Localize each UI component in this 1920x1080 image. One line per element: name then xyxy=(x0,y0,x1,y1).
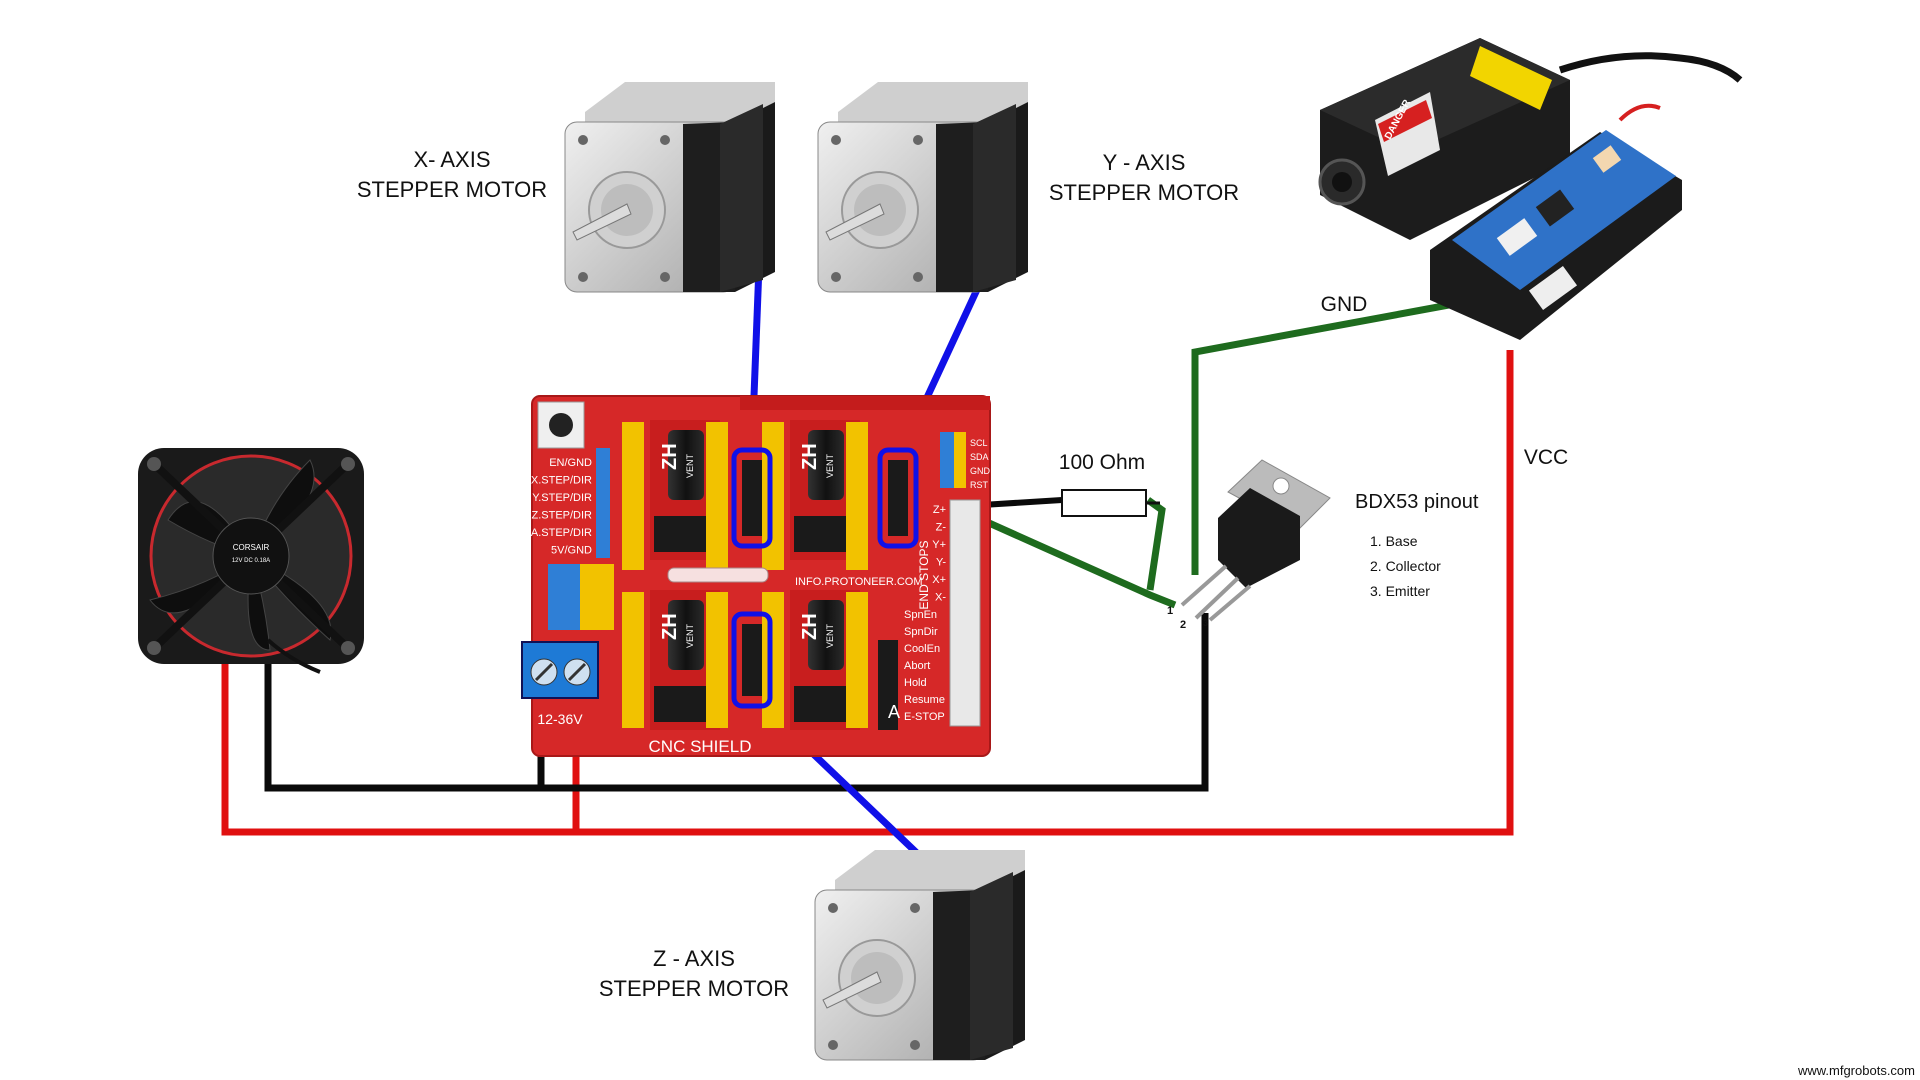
transistor-title: BDX53 pinout xyxy=(1355,491,1479,513)
corner-a-label: A xyxy=(888,702,900,722)
y-axis-stepper-motor-icon xyxy=(817,81,1029,293)
driver-brand-3: ZH xyxy=(659,613,681,640)
board-right-label: SpnEn xyxy=(904,609,937,621)
z-axis-stepper-motor-icon xyxy=(814,849,1026,1061)
driver-brand-2: ZH xyxy=(799,443,821,470)
signal-green-wire xyxy=(958,506,1177,609)
y-axis-label-line1: Y - AXIS xyxy=(1103,150,1186,175)
x-axis-stepper-motor-icon xyxy=(564,81,776,293)
pin-number-1: 1 xyxy=(1167,605,1173,617)
vcc-label: VCC xyxy=(1524,446,1568,469)
pin-number-2: 2 xyxy=(1180,619,1186,631)
i2c-pin-label: GND xyxy=(970,466,991,476)
driver-sub-1: VENT xyxy=(685,453,695,478)
vcc-wire xyxy=(221,350,1514,836)
driver-sub-4: VENT xyxy=(825,623,835,648)
endstop-pin-label: Z+ xyxy=(933,504,946,516)
board-right-label: Abort xyxy=(904,660,930,672)
cooling-fan-icon: CORSAIR 12V DC 0.18A xyxy=(138,448,364,674)
laser-module-icon: DANGER xyxy=(1318,38,1743,340)
endstops-label: END STOPS xyxy=(917,540,931,609)
resistor-black-wire xyxy=(981,497,1063,508)
fan-rating: 12V DC 0.18A xyxy=(232,558,270,564)
board-left-label: 5V/GND xyxy=(551,545,592,557)
i2c-pin-label: SCL xyxy=(970,438,988,448)
board-left-label: Z.STEP/DIR xyxy=(531,510,592,522)
laser-gnd-wire xyxy=(1191,298,1466,575)
watermark: www.mfgrobots.com xyxy=(1797,1063,1915,1078)
y-axis-label-line2: STEPPER MOTOR xyxy=(1049,180,1239,205)
pinout-base: 1. Base xyxy=(1370,533,1418,549)
z-axis-label-line2: STEPPER MOTOR xyxy=(599,976,789,1001)
i2c-pin-label: RST xyxy=(970,480,989,490)
driver-sub-3: VENT xyxy=(685,623,695,648)
cnc-shield-board: EN/GND X.STEP/DIR Y.STEP/DIR Z.STEP/DIR A.ST… xyxy=(521,395,991,757)
gnd-wire xyxy=(264,613,1209,792)
pinout-emitter: 3. Emitter xyxy=(1370,583,1430,599)
transistor-icon xyxy=(1180,459,1331,622)
endstop-pin-label: Y+ xyxy=(932,539,946,551)
endstop-pin-label: X- xyxy=(935,592,946,604)
resistor-label: 100 Ohm xyxy=(1059,451,1145,474)
board-left-label: Y.STEP/DIR xyxy=(532,492,592,504)
board-left-label: EN/GND xyxy=(549,457,592,469)
power-label: 12-36V xyxy=(537,711,583,727)
resistor-icon xyxy=(1061,489,1160,517)
board-right-label: CoolEn xyxy=(904,643,940,655)
i2c-pin-label: SDA xyxy=(970,452,989,462)
driver-brand-1: ZH xyxy=(659,443,681,470)
board-website: INFO.PROTONEER.COM xyxy=(795,576,923,588)
pinout-collector: 2. Collector xyxy=(1370,558,1441,574)
board-right-label: Hold xyxy=(904,677,927,689)
board-title: CNC SHIELD xyxy=(649,737,752,756)
endstop-pin-label: X+ xyxy=(932,574,946,586)
driver-brand-4: ZH xyxy=(799,613,821,640)
driver-sub-2: VENT xyxy=(825,453,835,478)
resistor-green-wire xyxy=(1145,497,1166,591)
fan-brand: CORSAIR xyxy=(233,543,270,552)
board-right-label: SpnDir xyxy=(904,626,938,638)
pin-number-3: 3 xyxy=(1203,618,1208,628)
board-left-label: X.STEP/DIR xyxy=(531,475,592,487)
x-axis-label-line1: X- AXIS xyxy=(413,147,490,172)
board-right-label: E-STOP xyxy=(904,711,945,723)
x-axis-label-line2: STEPPER MOTOR xyxy=(357,177,547,202)
z-axis-label-line1: Z - AXIS xyxy=(653,946,735,971)
board-right-label: Resume xyxy=(904,694,945,706)
endstop-pin-label: Y- xyxy=(936,557,946,569)
gnd-label: GND xyxy=(1321,293,1368,316)
board-left-label: A.STEP/DIR xyxy=(531,527,592,539)
endstop-pin-label: Z- xyxy=(936,522,947,534)
